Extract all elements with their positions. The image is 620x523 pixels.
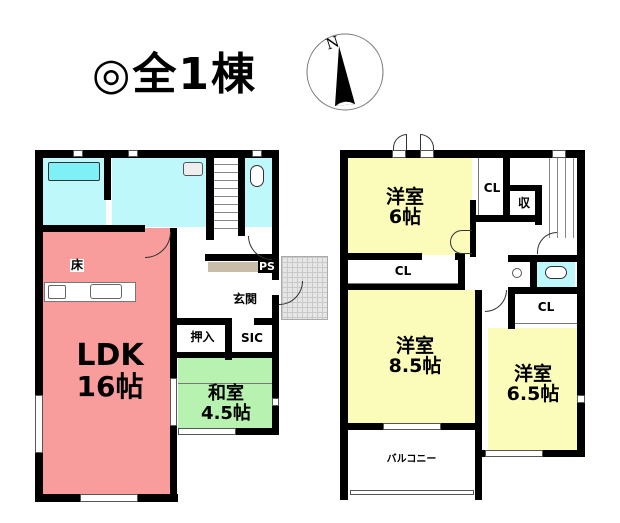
western-85-name: 洋室 [395, 335, 434, 357]
sic-label: SIC [241, 331, 263, 345]
wall [254, 318, 279, 325]
cl-label-3: CL [537, 300, 555, 314]
wall [170, 352, 232, 358]
balcony [348, 430, 475, 500]
door-swing [420, 134, 434, 150]
wall [35, 150, 43, 500]
wall [470, 200, 476, 257]
balcony-label: バルコニー [386, 454, 437, 465]
western-65-size: 6.5帖 [506, 383, 560, 405]
toilet-icon [250, 165, 264, 187]
wall [272, 295, 279, 435]
wall [510, 185, 542, 191]
door-swing [537, 232, 557, 254]
door-swing [393, 134, 407, 150]
window [35, 395, 43, 453]
ldk-room [42, 228, 170, 496]
wall [508, 287, 585, 294]
wall [340, 150, 348, 500]
western-6-size: 6帖 [388, 206, 422, 228]
stove-icon [48, 285, 66, 299]
closet-cl-3 [515, 294, 577, 324]
wall [104, 150, 111, 200]
wall [206, 150, 214, 240]
staircase-1f [214, 157, 238, 237]
window [485, 450, 543, 457]
wall [458, 253, 465, 290]
closet-cl-1 [478, 158, 503, 215]
staircase-2f [542, 158, 576, 238]
wall [503, 150, 510, 220]
wall [170, 228, 177, 500]
cl-label-1: CL [483, 181, 501, 195]
washitsu-size: 4.5帖 [201, 403, 251, 424]
window [577, 395, 585, 403]
window [252, 150, 262, 157]
wall [535, 185, 542, 225]
wall [340, 284, 458, 290]
storage-shu [512, 191, 535, 215]
ldk-size: 16帖 [76, 370, 144, 403]
wall [530, 255, 537, 287]
wall [35, 150, 278, 158]
window [383, 423, 441, 430]
door-swing [485, 290, 507, 312]
washitsu-room [178, 357, 272, 429]
wall [225, 318, 232, 360]
sink-icon [183, 162, 203, 176]
window [170, 378, 177, 426]
wall [272, 150, 279, 280]
wall [170, 318, 232, 325]
closet-cl-2 [348, 260, 458, 284]
kitchen-sink-icon [90, 284, 122, 299]
compass-icon: N [305, 32, 385, 112]
floor-storage-label: 床 [70, 258, 85, 272]
window [80, 494, 138, 502]
western-room-85 [348, 290, 476, 424]
wall [577, 150, 585, 455]
wall [508, 255, 585, 262]
window [178, 428, 236, 435]
door-swing [450, 230, 472, 254]
window [128, 150, 138, 157]
wall [340, 253, 422, 260]
washitsu-name: 和室 [208, 383, 244, 404]
bathtub-icon [48, 162, 100, 181]
window [73, 150, 83, 157]
ldk-name: LDK [76, 338, 144, 373]
listing-title: ◎全1棟 [92, 49, 258, 100]
toilet-icon [545, 266, 567, 279]
shu-label: 収 [517, 196, 530, 210]
shoe-shelf [208, 262, 258, 272]
wall [508, 287, 515, 329]
wall [236, 428, 279, 435]
western-65-name: 洋室 [513, 363, 552, 385]
wall [475, 290, 482, 500]
wall [238, 150, 245, 236]
cl-label-2: CL [394, 264, 412, 278]
window [392, 150, 406, 158]
window [272, 398, 279, 406]
oshiire-label: 押入 [190, 330, 215, 344]
genkan-label: 玄関 [233, 292, 258, 306]
western-85-size: 8.5帖 [388, 355, 442, 377]
wall [205, 254, 279, 261]
ps-label: PS [258, 260, 276, 273]
floor-plan-1f: 床 LDK 16帖 PS 玄関 押入 SIC 和室 4.5帖 [35, 150, 328, 502]
balcony-rail [350, 490, 474, 495]
wall [232, 352, 279, 358]
wall [35, 225, 145, 232]
window [552, 150, 566, 158]
western-room-65 [488, 328, 578, 453]
western-6-name: 洋室 [385, 186, 424, 208]
window [420, 150, 434, 158]
hand-basin-icon [512, 268, 522, 278]
wall [340, 150, 585, 158]
